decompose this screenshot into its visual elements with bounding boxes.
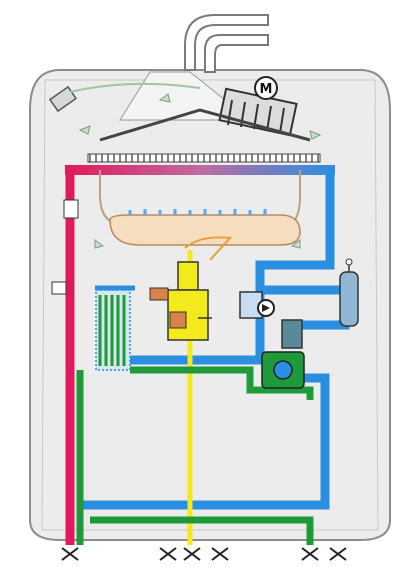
thermostat-icon	[63, 199, 79, 219]
pump-icon	[239, 291, 275, 319]
motor-label: M	[260, 82, 273, 97]
pressure-switch-icon	[48, 82, 201, 113]
plate-heat-exchanger-icon	[95, 285, 135, 371]
valve-icon	[261, 319, 305, 389]
gas-valve-icon	[149, 250, 212, 545]
bottom-taps	[61, 547, 347, 561]
domestic-cold-green	[90, 516, 314, 545]
sensor-icon	[51, 281, 67, 295]
domestic-pipe-green	[76, 366, 314, 545]
heat-exchanger-icon	[87, 153, 321, 163]
fan-motor-icon: M	[218, 76, 298, 137]
flue-hood	[99, 108, 311, 142]
airflow-arrows	[78, 93, 322, 249]
return-pipe-blue	[130, 170, 335, 365]
expansion-vessel-icon	[339, 258, 359, 327]
bottom-return-blue	[80, 373, 330, 510]
burner-icon	[109, 209, 301, 261]
boiler-casing	[29, 69, 391, 541]
heat-exchanger-pipe	[65, 165, 335, 175]
